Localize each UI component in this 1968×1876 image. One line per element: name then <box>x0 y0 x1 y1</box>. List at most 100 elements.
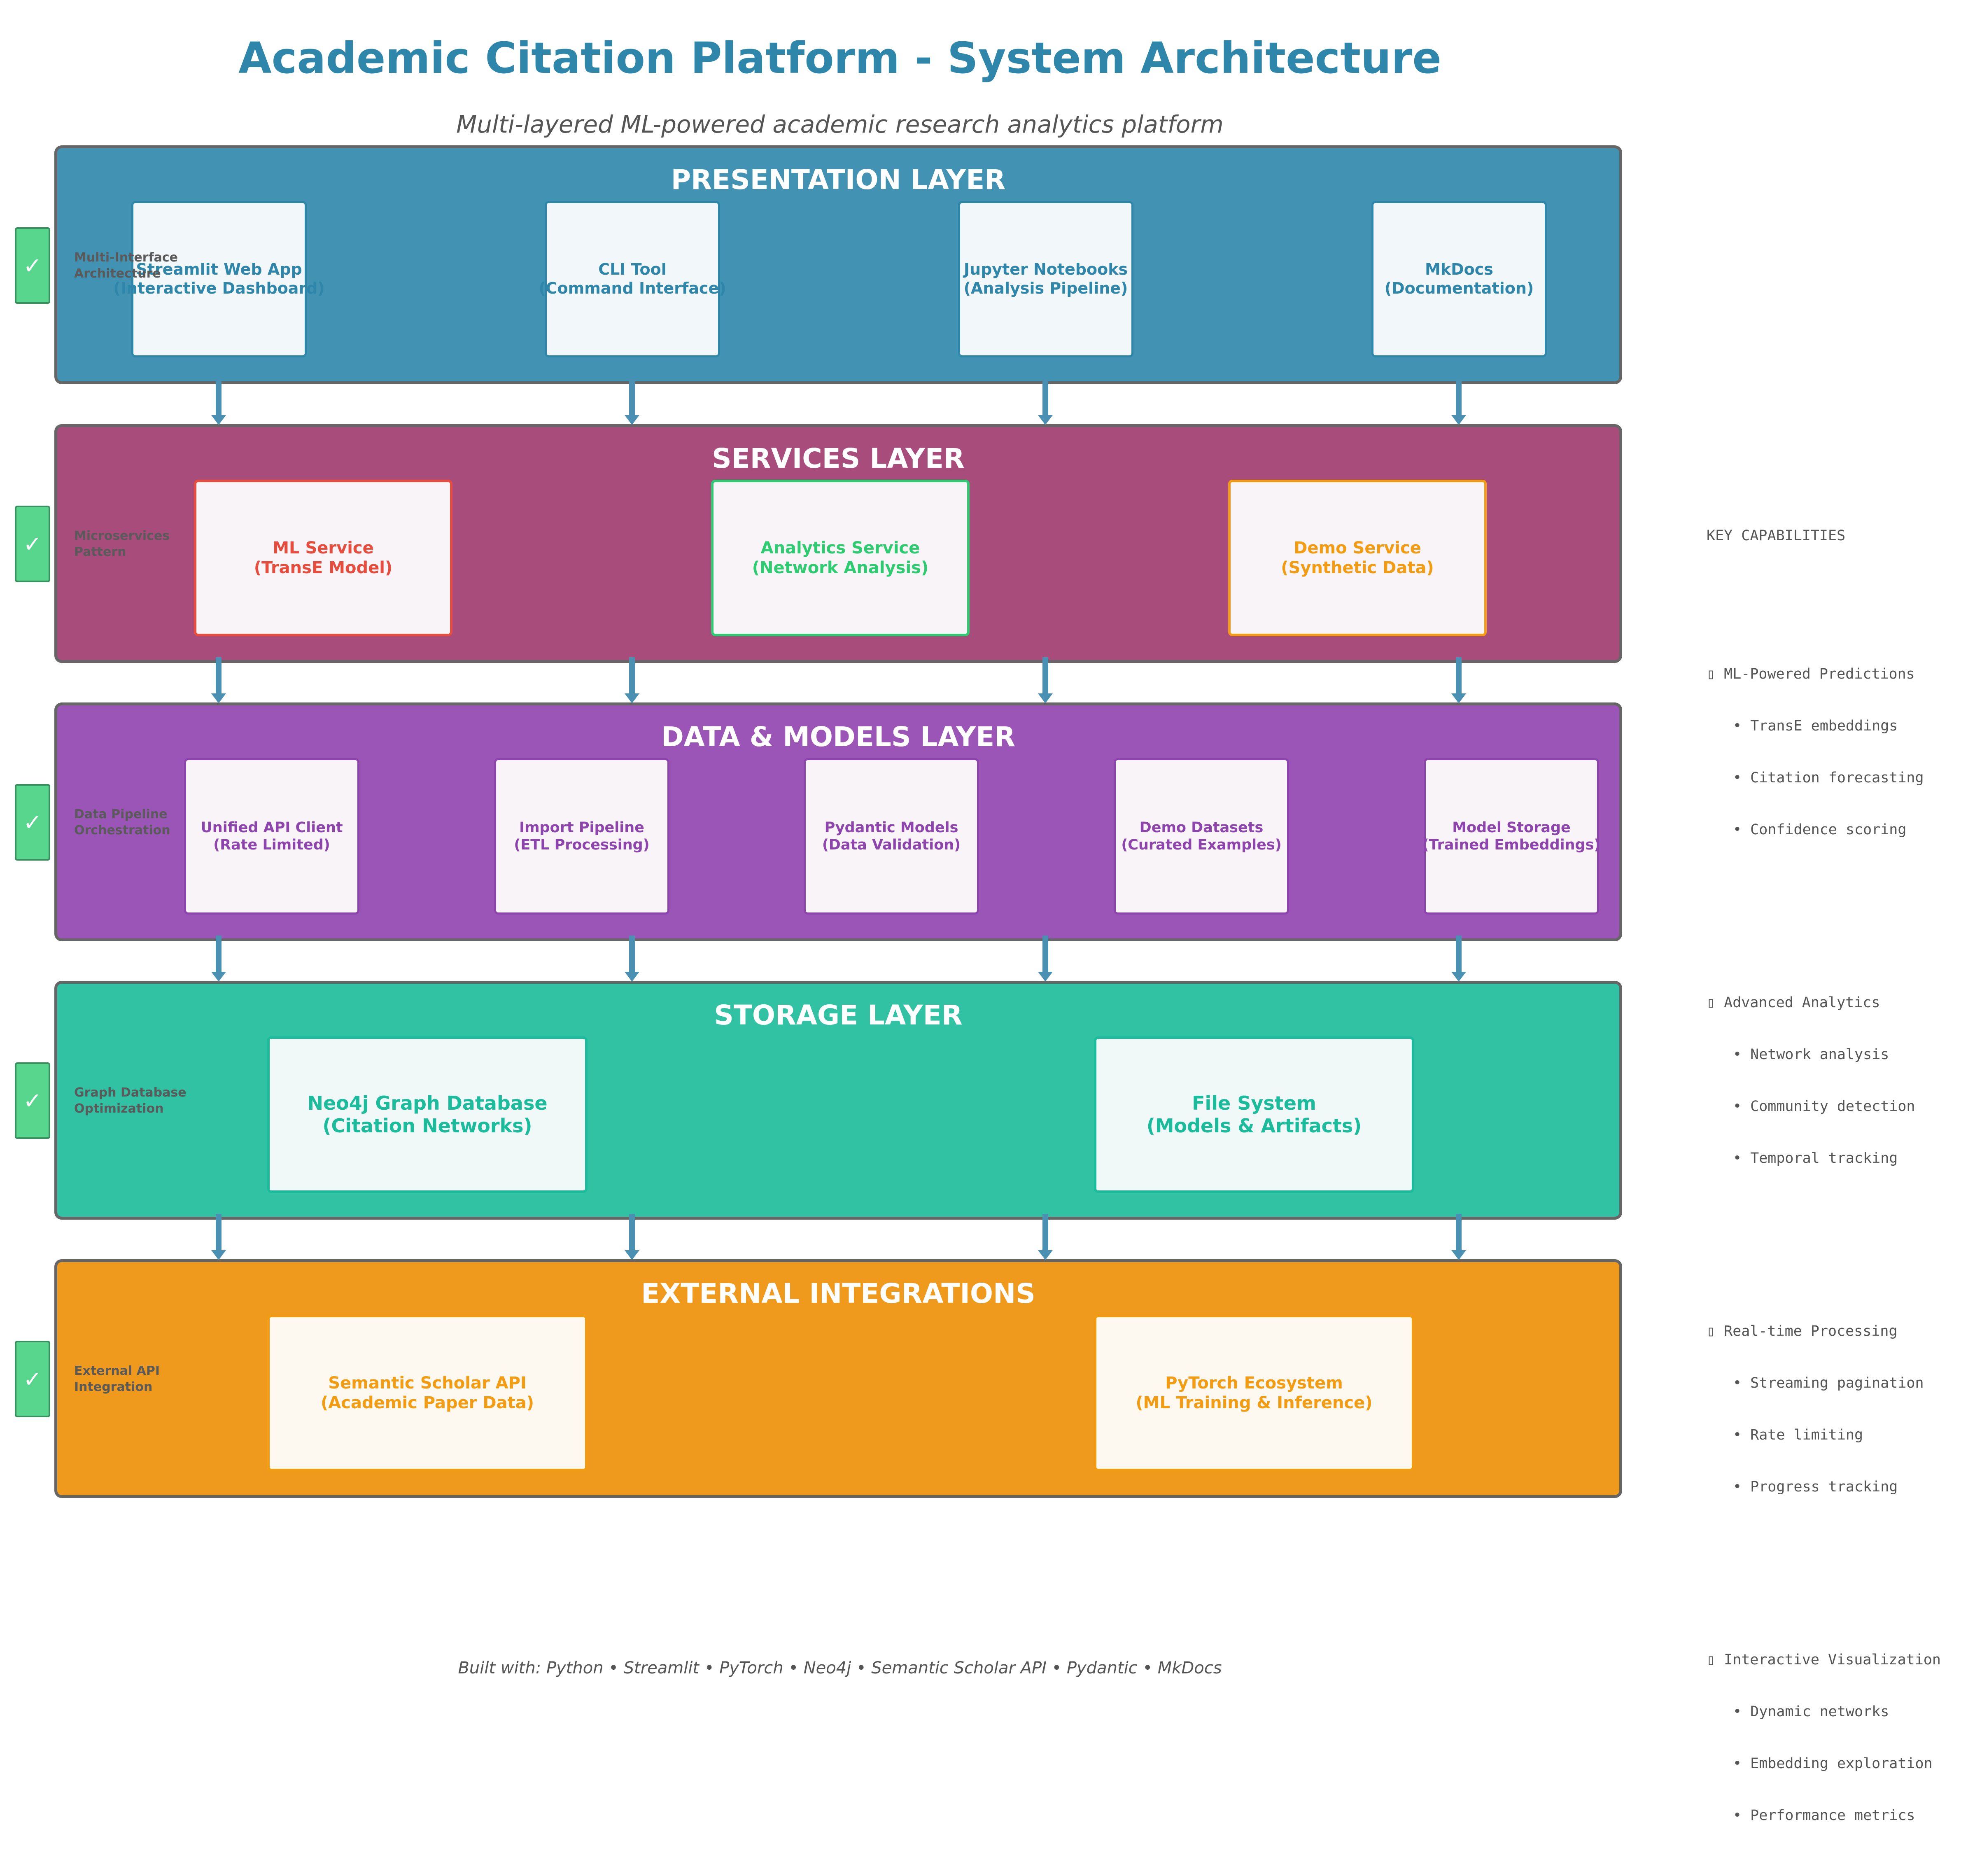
flow-arrow <box>1038 657 1053 703</box>
component-sub: (ETL Processing) <box>514 837 650 853</box>
flow-arrow <box>211 1214 226 1260</box>
flow-arrow <box>1038 379 1053 425</box>
side-label-line: Pattern <box>74 545 126 559</box>
side-label-line: Architecture <box>74 266 161 281</box>
capability-item: • TransE embeddings <box>1733 718 1898 734</box>
presentation-layer-title: PRESENTATION LAYER <box>671 164 1006 196</box>
flow-arrow <box>1451 657 1466 703</box>
component-name: Import Pipeline <box>519 819 644 836</box>
data-side-label: Data Pipeline Orchestration <box>74 806 170 838</box>
component-name: Jupyter Notebooks <box>963 260 1128 279</box>
unified-api-client-box: Unified API Client (Rate Limited) <box>184 758 359 915</box>
file-system-box: File System (Models & Artifacts) <box>1094 1036 1414 1193</box>
side-label-line: Optimization <box>74 1101 164 1116</box>
flow-arrow <box>211 379 226 425</box>
capability-group: ▯ Interactive Visualization • Dynamic ne… <box>1707 1617 1941 1859</box>
component-sub: (Curated Examples) <box>1121 837 1282 853</box>
component-sub: (Analysis Pipeline) <box>963 279 1128 297</box>
component-name: Model Storage <box>1452 819 1571 836</box>
demo-service-box: Demo Service (Synthetic Data) <box>1228 480 1487 636</box>
external-integrations-layer-title: EXTERNAL INTEGRATIONS <box>641 1278 1035 1309</box>
component-sub: (TransE Model) <box>254 558 393 577</box>
services-side-label: Microservices Pattern <box>74 528 170 560</box>
mkdocs-box: MkDocs (Documentation) <box>1371 201 1547 357</box>
component-name: ML Service <box>273 539 374 558</box>
capability-item: • Community detection <box>1733 1098 1915 1115</box>
capability-item: • Streaming pagination <box>1733 1375 1924 1391</box>
analytics-service-box: Analytics Service (Network Analysis) <box>711 480 970 636</box>
component-sub: (Academic Paper Data) <box>321 1393 534 1412</box>
component-sub: (Interactive Dashboard) <box>113 279 325 297</box>
presentation-layer: PRESENTATION LAYER Streamlit Web App (In… <box>54 145 1622 384</box>
component-name: MkDocs <box>1425 260 1493 279</box>
external-integrations-layer: EXTERNAL INTEGRATIONS Semantic Scholar A… <box>54 1259 1622 1498</box>
flow-arrow <box>1038 936 1053 982</box>
data-models-layer-title: DATA & MODELS LAYER <box>661 721 1015 753</box>
footer-tech-stack: Built with: Python • Streamlit • PyTorch… <box>458 1659 1222 1678</box>
component-name: CLI Tool <box>598 260 667 279</box>
component-name: Pydantic Models <box>824 819 958 836</box>
capability-title: ▯ ML-Powered Predictions <box>1707 666 1915 682</box>
flow-arrow <box>1451 1214 1466 1260</box>
side-label-line: Data Pipeline <box>74 807 168 821</box>
component-name: Unified API Client <box>201 819 343 836</box>
cli-tool-box: CLI Tool (Command Interface) <box>539 201 726 357</box>
side-label-line: External API <box>74 1364 160 1378</box>
check-icon: ✓ <box>15 784 50 861</box>
pytorch-ecosystem-box: PyTorch Ecosystem (ML Training & Inferen… <box>1094 1315 1414 1471</box>
flow-arrow <box>625 657 639 703</box>
flow-arrow <box>1038 1214 1053 1260</box>
capability-item: • Network analysis <box>1733 1046 1889 1063</box>
side-label-line: Orchestration <box>74 823 170 838</box>
presentation-side-label: Multi-Interface Architecture <box>74 250 178 282</box>
check-icon: ✓ <box>15 227 50 304</box>
key-capabilities-heading: KEY CAPABILITIES <box>1707 527 1846 544</box>
capability-item: • Embedding exploration <box>1733 1755 1933 1772</box>
streamlit-web-app-box: Streamlit Web App (Interactive Dashboard… <box>113 201 325 357</box>
capability-item: • Temporal tracking <box>1733 1150 1898 1167</box>
flow-arrow <box>1451 379 1466 425</box>
model-storage-box: Model Storage (Trained Embeddings) <box>1422 758 1600 915</box>
component-sub: (Citation Networks) <box>322 1115 532 1137</box>
services-layer-title: SERVICES LAYER <box>712 443 965 474</box>
component-name: Analytics Service <box>760 539 920 558</box>
storage-layer: STORAGE LAYER Neo4j Graph Database (Cita… <box>54 981 1622 1220</box>
component-sub: (Network Analysis) <box>752 558 929 577</box>
side-label-line: Integration <box>74 1380 153 1394</box>
capability-group: ▯ Advanced Analytics • Network analysis … <box>1707 959 1941 1202</box>
capability-item: • Rate limiting <box>1733 1427 1863 1443</box>
jupyter-notebooks-box: Jupyter Notebooks (Analysis Pipeline) <box>958 201 1133 357</box>
capability-group: ▯ Real-time Processing • Streaming pagin… <box>1707 1288 1941 1530</box>
key-capabilities-panel: KEY CAPABILITIES ▯ ML-Powered Prediction… <box>1707 492 1941 1876</box>
component-name: Neo4j Graph Database <box>307 1092 548 1114</box>
ml-service-box: ML Service (TransE Model) <box>194 480 452 636</box>
component-name: Semantic Scholar API <box>328 1374 527 1393</box>
diagram-subtitle: Multi-layered ML-powered academic resear… <box>456 110 1224 138</box>
flow-arrow <box>625 379 639 425</box>
component-sub: (Documentation) <box>1384 279 1534 297</box>
capability-title: ▯ Real-time Processing <box>1707 1323 1898 1339</box>
services-layer: SERVICES LAYER ML Service (TransE Model)… <box>54 424 1622 663</box>
component-name: PyTorch Ecosystem <box>1165 1374 1343 1393</box>
component-name: Streamlit Web App <box>136 260 302 279</box>
component-name: Demo Service <box>1294 539 1421 558</box>
flow-arrow <box>211 936 226 982</box>
flow-arrow <box>211 657 226 703</box>
component-sub: (Synthetic Data) <box>1281 558 1434 577</box>
side-label-line: Microservices <box>74 529 170 543</box>
component-name: File System <box>1192 1092 1316 1114</box>
data-models-layer: DATA & MODELS LAYER Unified API Client (… <box>54 702 1622 941</box>
flow-arrow <box>1451 936 1466 982</box>
capability-group: ▯ ML-Powered Predictions • TransE embedd… <box>1707 631 1941 873</box>
capability-title: ▯ Interactive Visualization <box>1707 1652 1941 1668</box>
flow-arrow <box>625 936 639 982</box>
external-side-label: External API Integration <box>74 1363 160 1395</box>
capability-item: • Dynamic networks <box>1733 1703 1889 1720</box>
storage-layer-title: STORAGE LAYER <box>714 999 963 1031</box>
storage-side-label: Graph Database Optimization <box>74 1085 187 1117</box>
capability-title: ▯ Advanced Analytics <box>1707 994 1880 1011</box>
check-icon: ✓ <box>15 1341 50 1417</box>
component-sub: (Models & Artifacts) <box>1146 1115 1362 1137</box>
side-label-line: Multi-Interface <box>74 250 178 265</box>
component-sub: (Data Validation) <box>822 837 961 853</box>
